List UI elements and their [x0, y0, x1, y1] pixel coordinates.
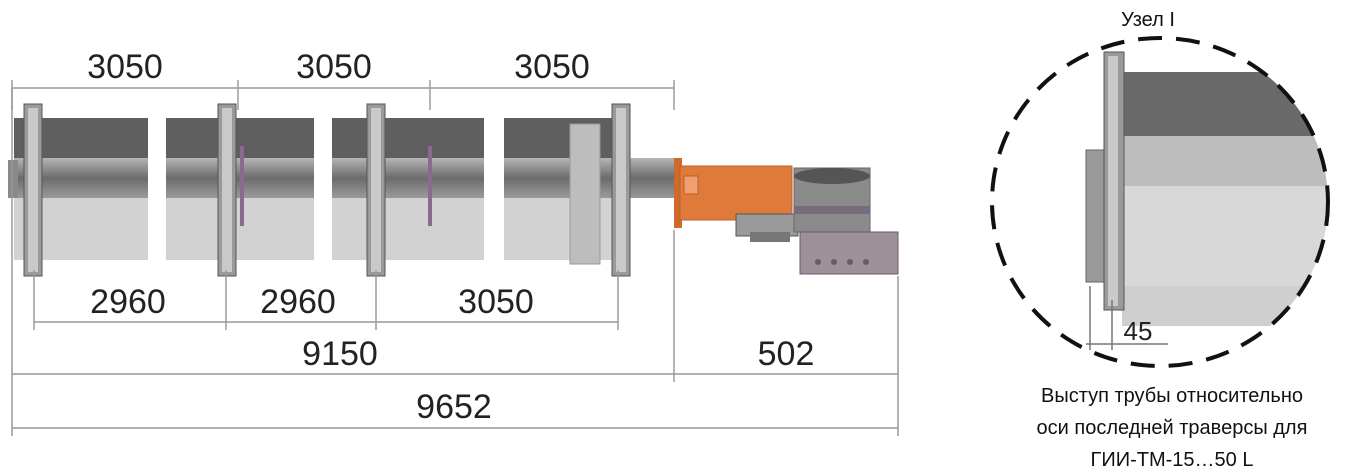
- ring-2: [428, 146, 432, 226]
- detail-caption-line-2: оси последней траверсы для: [1037, 417, 1308, 439]
- dim-bottom-1: 2960: [90, 283, 166, 321]
- dim-top-3: 3050: [514, 48, 590, 86]
- traverse-4: [611, 103, 631, 277]
- dim-bottom-3: 3050: [458, 283, 534, 321]
- bottom-dimensions: [33, 270, 619, 330]
- detail-view: Узел I 45: [990, 9, 1330, 368]
- burner-housing-orange: [679, 165, 793, 221]
- detail-offset: 45: [1124, 316, 1153, 346]
- dim-bottom-2: 2960: [260, 283, 336, 321]
- dim-top-1: 3050: [87, 48, 163, 86]
- traverse-1: [23, 103, 43, 277]
- detail-caption-line-1: Выступ трубы относительно: [1041, 385, 1303, 407]
- dim-top-2: 3050: [296, 48, 372, 86]
- traverse-2: [217, 103, 237, 277]
- burner-head: [674, 158, 899, 275]
- detail-content: [1085, 51, 1328, 350]
- pipe-transition: [569, 123, 601, 265]
- pipe-left-stub: [8, 160, 18, 198]
- pipe-segment-3: [332, 118, 484, 260]
- detail-circle: [990, 36, 1330, 368]
- dim-nozzle-length: 502: [758, 335, 815, 373]
- detail-title: Узел I: [1121, 9, 1175, 31]
- pipe-body: [8, 118, 674, 265]
- traverses: [23, 103, 631, 277]
- ring-1: [240, 146, 244, 226]
- overall-dimensions: [11, 88, 899, 436]
- dim-total-length: 9652: [416, 388, 492, 426]
- detail-caption-line-3: ГИИ-ТМ-15…50 L: [1091, 449, 1254, 471]
- burner-base-plate: [799, 231, 899, 275]
- dim-section-length: 9150: [302, 335, 378, 373]
- top-dimensions: [11, 80, 675, 110]
- traverse-3: [366, 103, 386, 277]
- burner-flange: [674, 158, 682, 228]
